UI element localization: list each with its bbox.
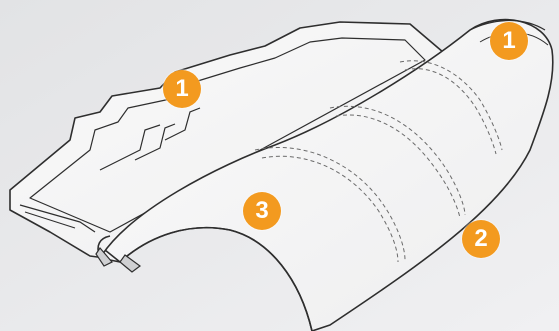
callout-label: 3	[255, 197, 268, 225]
callout-badge-2: 2	[462, 220, 500, 258]
callout-label: 1	[502, 27, 515, 55]
callout-badge-3: 3	[243, 192, 281, 230]
callout-label: 2	[474, 225, 487, 253]
callout-badge-1: 1	[163, 70, 201, 108]
callout-label: 1	[175, 75, 188, 103]
callout-badge-1: 1	[490, 22, 528, 60]
